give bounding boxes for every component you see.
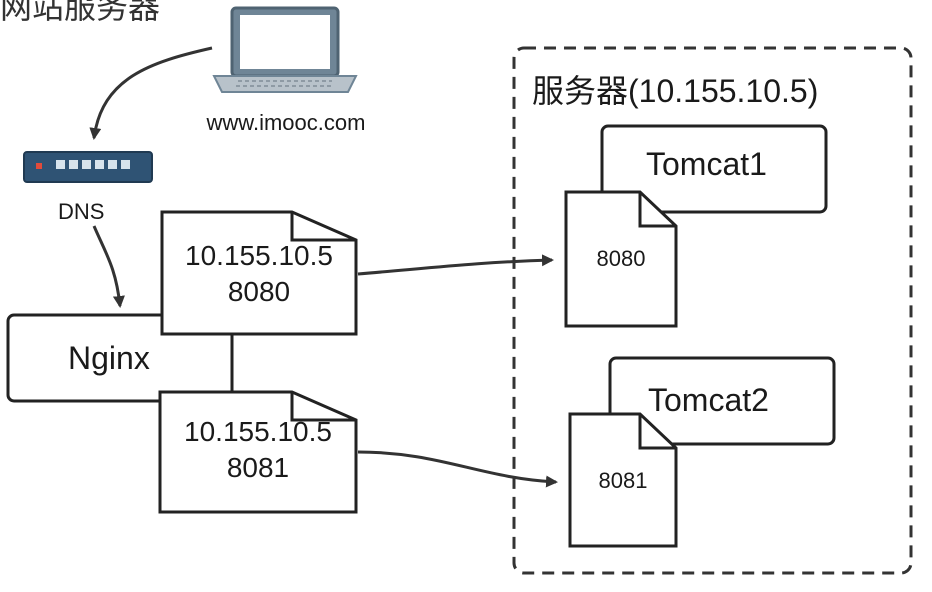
mapping-document-2 <box>158 390 358 514</box>
mapping-2-ip: 10.155.10.5 <box>184 416 332 447</box>
tomcat1-label: Tomcat1 <box>646 146 767 182</box>
mapping-document-1 <box>160 210 358 336</box>
tomcat2-label: Tomcat2 <box>648 382 769 418</box>
tomcat1-box <box>600 124 828 214</box>
top-caption: 网站服务器 <box>0 0 161 25</box>
tomcat2-box <box>608 356 836 446</box>
arrow-to-tomcat2 <box>357 450 558 488</box>
nginx-label: Nginx <box>68 340 150 376</box>
arrow-dns-to-nginx <box>92 225 125 308</box>
tomcat1-port: 8080 <box>596 246 646 271</box>
dns-label: DNS <box>58 199 105 224</box>
laptop-icon <box>212 6 358 93</box>
server-title: 服务器(10.155.10.5) <box>532 73 819 109</box>
arrow-laptop-to-dns <box>89 46 213 140</box>
mapping-1-port: 8080 <box>227 276 291 307</box>
mapping-2-port: 8081 <box>226 452 290 483</box>
mapping-1-ip: 10.155.10.5 <box>185 240 333 271</box>
server-boundary <box>512 46 913 575</box>
tomcat2-port: 8081 <box>598 468 648 493</box>
client-domain: www.imooc.com <box>206 110 366 135</box>
router-icon <box>23 151 153 183</box>
arrow-to-tomcat1 <box>357 254 554 276</box>
nginx-box <box>6 313 234 403</box>
